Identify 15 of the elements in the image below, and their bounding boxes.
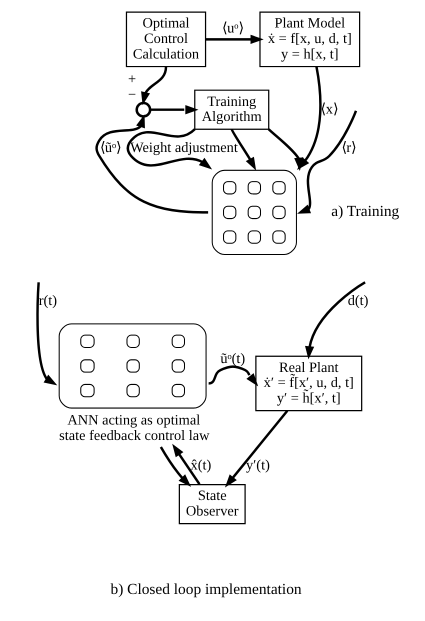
edge-label: ⟨uᵒ⟩ bbox=[222, 20, 243, 36]
label: b) Closed loop implementation bbox=[110, 580, 302, 598]
edge-label: y′(t) bbox=[246, 457, 270, 474]
label: a) Training bbox=[330, 203, 399, 220]
node-label: ANN acting as optimal state feedback control law bbox=[58, 412, 210, 444]
edge-label: Weight adjustment bbox=[130, 140, 238, 156]
edge-label: d(t) bbox=[347, 293, 368, 310]
edge-label: x̂(t) bbox=[190, 457, 211, 474]
edge-label: r(t) bbox=[38, 293, 57, 310]
edge-label: ũᵒ(t) bbox=[220, 351, 245, 368]
edge-label: ⟨ũᵒ⟩ bbox=[99, 140, 121, 156]
edge-label: ⟨x⟩ bbox=[320, 102, 338, 118]
node-label: − bbox=[128, 87, 136, 104]
node-label: + bbox=[128, 72, 136, 88]
edge-label: ⟨r⟩ bbox=[340, 140, 356, 156]
